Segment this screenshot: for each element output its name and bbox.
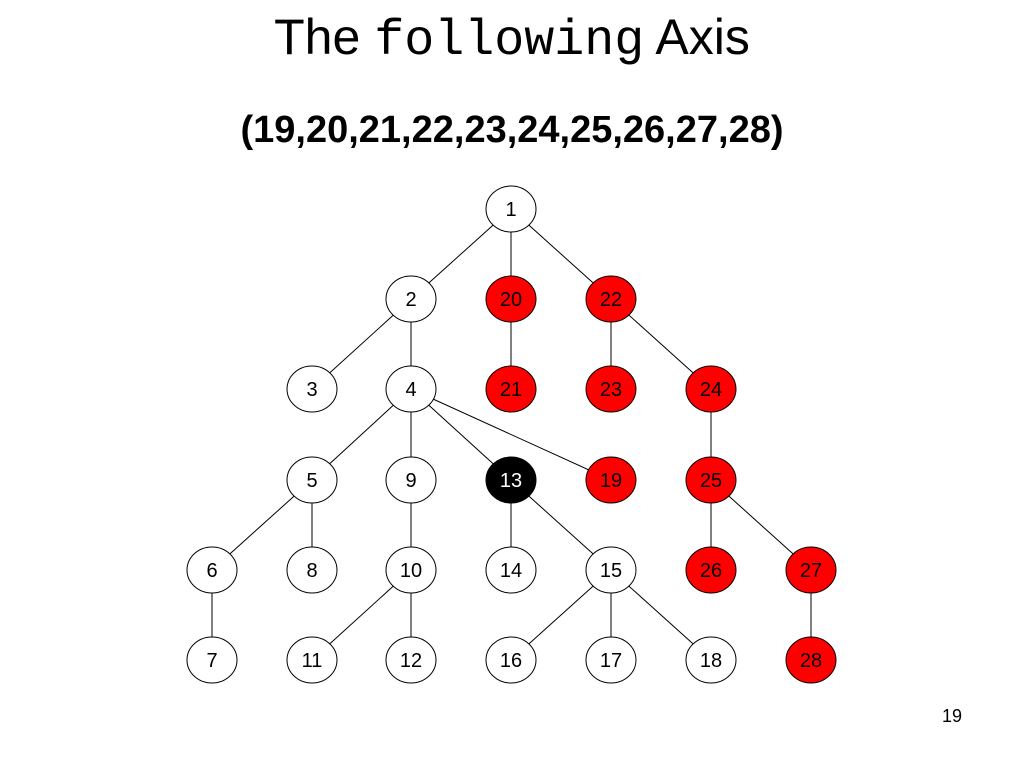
node-28: 28 bbox=[785, 636, 837, 684]
node-circle bbox=[385, 456, 437, 504]
edge-4-19 bbox=[410, 388, 612, 481]
node-label: 9 bbox=[405, 470, 416, 492]
node-label: 12 bbox=[400, 650, 422, 672]
slide-title: The following Axis bbox=[0, 4, 1024, 75]
title-code: following bbox=[374, 13, 645, 70]
node-5: 5 bbox=[286, 456, 338, 504]
node-19: 19 bbox=[585, 456, 637, 504]
node-3: 3 bbox=[286, 365, 338, 413]
node-circle bbox=[286, 456, 338, 504]
node-label: 28 bbox=[800, 650, 822, 672]
node-circle bbox=[286, 546, 338, 594]
node-label: 21 bbox=[500, 379, 522, 401]
node-circle bbox=[485, 275, 537, 323]
node-16: 16 bbox=[485, 636, 537, 684]
node-label: 6 bbox=[206, 560, 217, 582]
page-number: 19 bbox=[941, 706, 962, 726]
node-label: 24 bbox=[700, 379, 722, 401]
node-label: 10 bbox=[400, 560, 422, 582]
node-25: 25 bbox=[685, 456, 737, 504]
node-26: 26 bbox=[685, 546, 737, 594]
node-label: 20 bbox=[500, 289, 522, 311]
node-label: 16 bbox=[500, 650, 522, 672]
node-label: 19 bbox=[600, 470, 622, 492]
node-label: 1 bbox=[505, 199, 516, 221]
node-27: 27 bbox=[785, 546, 837, 594]
node-circle bbox=[385, 636, 437, 684]
node-circle bbox=[785, 546, 837, 594]
node-10: 10 bbox=[385, 546, 437, 594]
node-circle bbox=[485, 636, 537, 684]
title-prefix: The bbox=[274, 9, 361, 65]
node-15: 15 bbox=[585, 546, 637, 594]
node-9: 9 bbox=[385, 456, 437, 504]
node-label: 3 bbox=[306, 379, 317, 401]
node-circle bbox=[585, 275, 637, 323]
node-circle bbox=[485, 456, 537, 504]
node-label: 26 bbox=[700, 560, 722, 582]
node-circle bbox=[485, 365, 537, 413]
node-circle bbox=[585, 636, 637, 684]
node-label: 7 bbox=[206, 650, 217, 672]
node-20: 20 bbox=[485, 275, 537, 323]
node-label: 5 bbox=[306, 470, 317, 492]
node-label: 8 bbox=[306, 560, 317, 582]
node-circle bbox=[485, 185, 537, 233]
node-6: 6 bbox=[186, 546, 238, 594]
node-label: 13 bbox=[500, 470, 522, 492]
node-label: 27 bbox=[800, 560, 822, 582]
node-label: 17 bbox=[600, 650, 622, 672]
node-circle bbox=[385, 275, 437, 323]
node-17: 17 bbox=[585, 636, 637, 684]
node-label: 25 bbox=[700, 470, 722, 492]
node-circle bbox=[685, 456, 737, 504]
node-circle bbox=[286, 365, 338, 413]
node-label: 4 bbox=[405, 379, 416, 401]
node-label: 15 bbox=[600, 560, 622, 582]
node-circle bbox=[585, 456, 637, 504]
node-label: 11 bbox=[302, 650, 323, 672]
node-8: 8 bbox=[286, 546, 338, 594]
node-label: 23 bbox=[600, 379, 622, 401]
node-label: 2 bbox=[405, 289, 416, 311]
node-1: 1 bbox=[485, 185, 537, 233]
node-circle bbox=[685, 546, 737, 594]
node-circle bbox=[685, 365, 737, 413]
node-circle bbox=[585, 365, 637, 413]
node-label: 22 bbox=[600, 289, 622, 311]
node-7: 7 bbox=[186, 636, 238, 684]
node-circle bbox=[186, 636, 238, 684]
node-circle bbox=[385, 365, 437, 413]
node-2: 2 bbox=[385, 275, 437, 323]
node-22: 22 bbox=[585, 275, 637, 323]
node-circle bbox=[286, 636, 338, 684]
node-11: 11 bbox=[286, 636, 338, 684]
node-circle bbox=[785, 636, 837, 684]
node-circle bbox=[585, 546, 637, 594]
title-suffix: Axis bbox=[655, 9, 750, 65]
node-12: 12 bbox=[385, 636, 437, 684]
node-circle bbox=[485, 546, 537, 594]
node-18: 18 bbox=[685, 636, 737, 684]
node-21: 21 bbox=[485, 365, 537, 413]
node-23: 23 bbox=[585, 365, 637, 413]
node-label: 18 bbox=[700, 650, 722, 672]
node-14: 14 bbox=[485, 546, 537, 594]
node-13: 13 bbox=[485, 456, 537, 504]
node-24: 24 bbox=[685, 365, 737, 413]
node-4: 4 bbox=[385, 365, 437, 413]
node-label: 14 bbox=[500, 560, 522, 582]
subtitle-node-list: (19,20,21,22,23,24,25,26,27,28) bbox=[240, 109, 784, 151]
node-circle bbox=[685, 636, 737, 684]
node-circle bbox=[186, 546, 238, 594]
node-circle bbox=[385, 546, 437, 594]
